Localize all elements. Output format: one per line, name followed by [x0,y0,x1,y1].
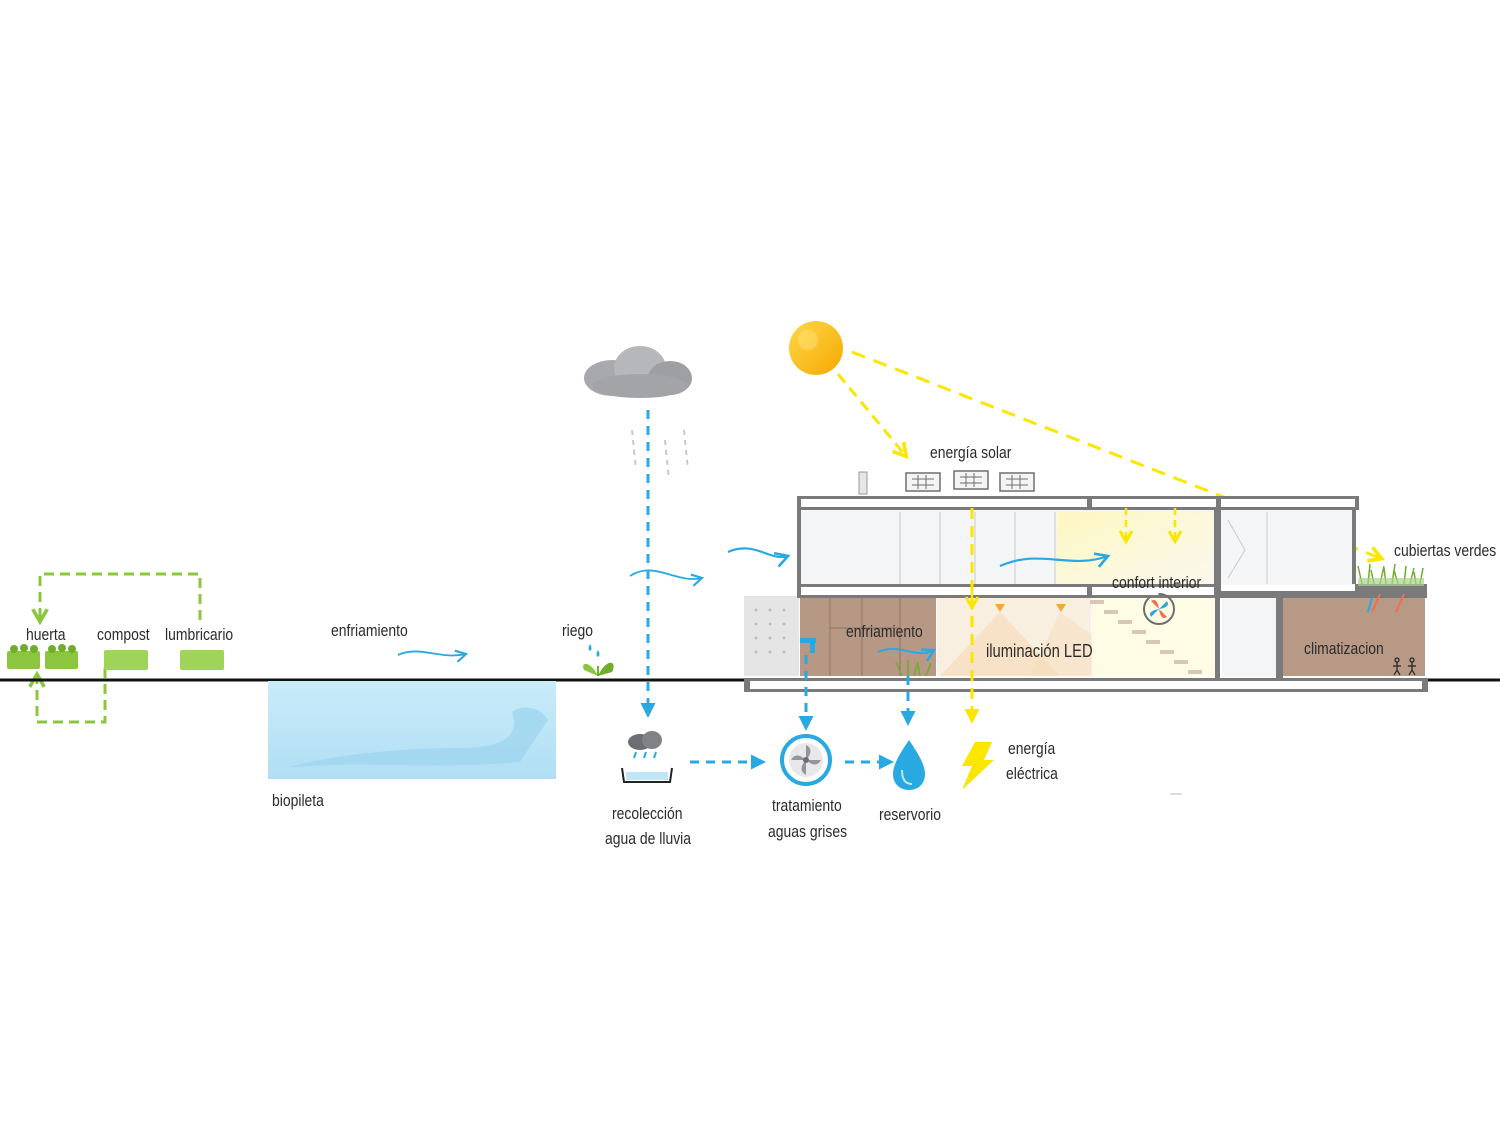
label-enfriamiento-interior: enfriamiento [846,622,923,641]
label-energia-electrica-line1: energía [1008,739,1056,758]
compost-loop-top [31,572,202,626]
compost-bin-icon [104,650,148,670]
label-riego: riego [562,621,594,640]
compost-cycle [7,572,224,724]
lumbricario-bin-icon [180,650,224,670]
solar-panel-icon [905,470,1035,492]
water-drop-icon [893,740,925,790]
label-tratamiento-line2: aguas grises [768,822,848,841]
interior-plant [895,660,932,677]
label-huerta: huerta [26,625,66,644]
label-cubiertas-verdes: cubiertas verdes [1394,541,1497,560]
rain-drops [631,429,689,481]
solar-ray-to-panels [836,373,909,460]
upper-glow [1057,512,1213,584]
label-recoleccion-line1: recolección [612,804,683,823]
cooling-flow-arrow-exterior [397,649,469,663]
label-confort-interior: confort interior [1112,573,1202,592]
huerta-planter-icon [7,644,78,669]
interior-cooling-arrow [877,647,937,662]
label-lumbricario: lumbricario [165,625,234,644]
label-energia-solar: energía solar [930,443,1012,462]
biopileta-pool [268,681,556,779]
faucet-icon [800,638,816,653]
chimney [858,471,868,495]
interior-airflow-arrow [999,552,1111,568]
staircase [1090,600,1202,674]
cloud-icon [584,346,692,398]
led-pendant-lamps [995,604,1066,612]
label-iluminacion-led: iluminación LED [986,641,1093,661]
fan-comfort-icon [1143,593,1175,625]
label-energia-electrica-line2: eléctrica [1006,764,1058,783]
label-enfriamiento-exterior: enfriamiento [331,621,408,640]
heat-flow-arrows [1371,593,1405,613]
wind-flow-arrow-riego [629,569,705,587]
compost-loop-bottom [28,668,107,724]
house-section [744,496,1428,692]
label-tratamiento-line1: tratamiento [772,796,842,815]
lightning-bolt-icon [962,742,994,790]
led-light-cone [940,612,1060,676]
sprout-icon [583,644,614,676]
rain-collector-icon [621,731,673,783]
sun-icon [789,321,843,375]
wind-flow-arrow-house [727,547,791,568]
label-reservorio: reservorio [879,805,941,824]
label-recoleccion-line2: agua de lluvia [605,829,692,848]
label-biopileta: biopileta [272,791,324,810]
label-compost: compost [97,625,150,644]
fan-filter-icon [780,734,832,786]
label-climatizacion: climatizacion [1304,639,1384,658]
person-figures [1393,657,1416,676]
